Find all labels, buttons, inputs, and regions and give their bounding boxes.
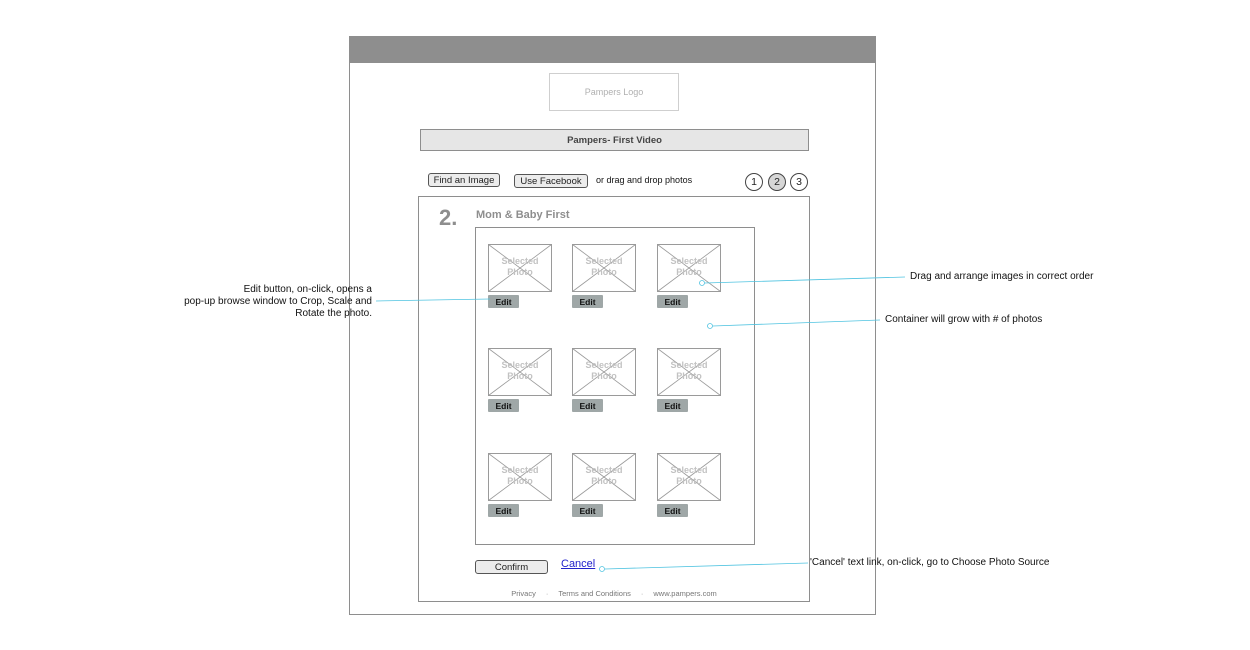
photo-label-line: Selected (585, 256, 623, 266)
cancel-callout-dot (599, 566, 605, 572)
photo-label-line: Selected (670, 360, 708, 370)
photo-placeholder-icon (657, 348, 721, 396)
photo-placeholder-icon (657, 453, 721, 501)
page-title-text: Pampers- First Video (567, 134, 662, 146)
photo-label-line: Photo (591, 267, 617, 277)
step-1-indicator[interactable]: 1 (745, 173, 763, 191)
edit-annotation: Edit button, on-click, opens a pop-up br… (150, 284, 372, 320)
edit-callout-line (375, 298, 491, 302)
photo-placeholder-icon (488, 348, 552, 396)
photo-placeholder-icon (657, 244, 721, 292)
photo-label-line: Selected (501, 256, 539, 266)
photo-label-line: Photo (591, 476, 617, 486)
drag-drop-hint: or drag and drop photos (596, 175, 693, 185)
photo-label-line: Photo (591, 371, 617, 381)
edit-photo-button[interactable]: Edit (657, 399, 688, 412)
container-callout-line (712, 319, 881, 327)
drag-callout-line (704, 276, 906, 284)
step-2-indicator[interactable]: 2 (768, 173, 786, 191)
drag-callout-dot (699, 280, 705, 286)
edit-photo-button[interactable]: Edit (488, 399, 519, 412)
wireframe-window: Pampers Logo Pampers- First Video Find a… (349, 36, 876, 615)
edit-annotation-line: Rotate the photo. (295, 308, 372, 319)
edit-photo-button[interactable]: Edit (657, 295, 688, 308)
edit-photo-button[interactable]: Edit (488, 295, 519, 308)
photo-label-line: Photo (507, 371, 533, 381)
edit-annotation-line: pop-up browse window to Crop, Scale and (184, 296, 372, 307)
photo-label-line: Photo (507, 476, 533, 486)
photo-placeholder-icon (572, 244, 636, 292)
photo-placeholder-icon (572, 348, 636, 396)
edit-photo-button[interactable]: Edit (488, 504, 519, 517)
page-title: Pampers- First Video (420, 129, 809, 151)
footer: Privacy · Terms and Conditions · www.pam… (419, 589, 809, 598)
use-facebook-button[interactable]: Use Facebook (514, 174, 588, 188)
photo-placeholder-icon (572, 453, 636, 501)
photo-label-line: Photo (676, 267, 702, 277)
cancel-annotation: 'Cancel' text link, on-click, go to Choo… (810, 557, 1050, 568)
find-image-button[interactable]: Find an Image (428, 173, 500, 187)
container-annotation: Container will grow with # of photos (885, 314, 1043, 325)
photo-label-line: Selected (585, 465, 623, 475)
photo-label-line: Photo (507, 267, 533, 277)
cancel-callout-line (604, 562, 809, 570)
edit-photo-button[interactable]: Edit (572, 295, 603, 308)
photo-placeholder-icon (488, 453, 552, 501)
window-title-bar (350, 37, 875, 63)
photo-label-line: Selected (501, 360, 539, 370)
container-callout-dot (707, 323, 713, 329)
photo-label-line: Selected (501, 465, 539, 475)
confirm-button[interactable]: Confirm (475, 560, 548, 574)
photo-label-line: Photo (676, 371, 702, 381)
drag-annotation: Drag and arrange images in correct order (910, 271, 1094, 282)
edit-photo-button[interactable]: Edit (657, 504, 688, 517)
footer-separator: · (545, 589, 549, 598)
footer-site-link[interactable]: www.pampers.com (653, 589, 717, 598)
section-step-number: 2. (439, 205, 458, 230)
edit-photo-button[interactable]: Edit (572, 399, 603, 412)
photo-label-line: Selected (670, 465, 708, 475)
step-3-indicator[interactable]: 3 (790, 173, 808, 191)
photo-label-line: Photo (676, 476, 702, 486)
section-title: Mom & Baby First (476, 209, 570, 221)
footer-privacy-link[interactable]: Privacy (511, 589, 536, 598)
photo-placeholder-icon (488, 244, 552, 292)
cancel-link[interactable]: Cancel (561, 558, 596, 570)
footer-terms-link[interactable]: Terms and Conditions (558, 589, 631, 598)
edit-annotation-line: Edit button, on-click, opens a (243, 284, 372, 295)
photo-label-line: Selected (585, 360, 623, 370)
edit-photo-button[interactable]: Edit (572, 504, 603, 517)
pampers-logo: Pampers Logo (549, 73, 679, 111)
logo-text: Pampers Logo (584, 87, 644, 97)
photo-label-line: Selected (670, 256, 708, 266)
footer-separator: · (640, 589, 644, 598)
